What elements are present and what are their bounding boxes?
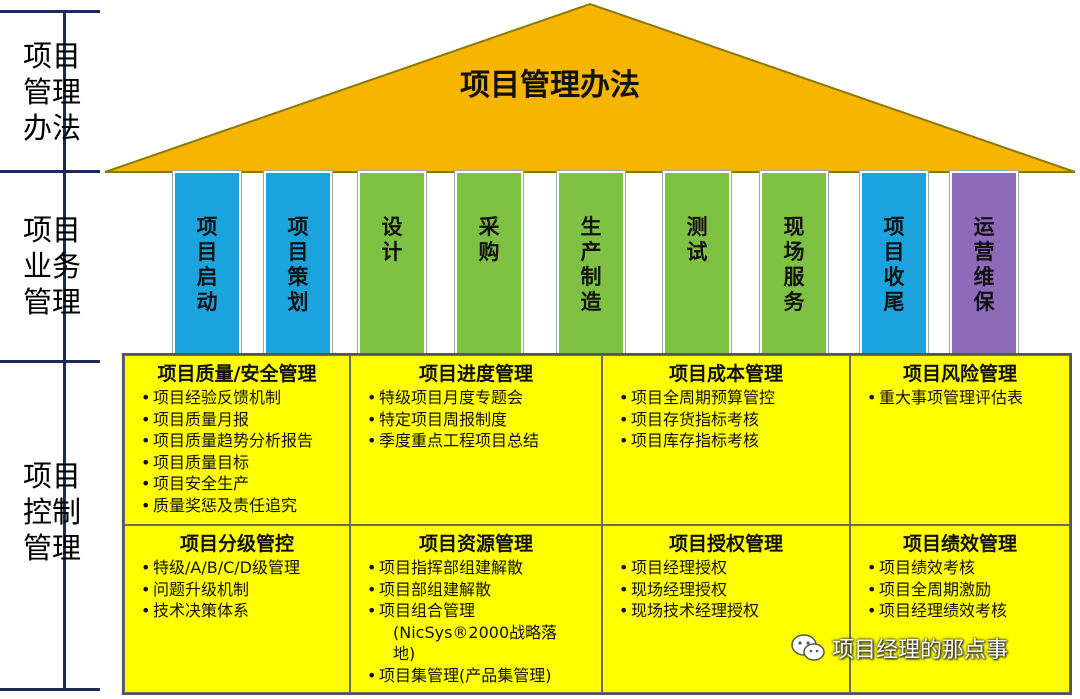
list-item: 项目全周期预算管控: [619, 387, 849, 409]
list-item: 项目经验反馈机制: [141, 387, 349, 409]
cell-list: 项目全周期预算管控 项目存货指标考核 项目库存指标考核: [603, 387, 849, 452]
pillar-label: 项目策划: [287, 215, 309, 314]
list-item: 特定项目周报制度: [367, 409, 601, 431]
cell-quality-safety: 项目质量/安全管理 项目经验反馈机制 项目质量月报 项目质量趋势分析报告 项目质…: [124, 355, 350, 525]
cell-title: 项目成本管理: [668, 363, 783, 385]
watermark: 项目经理的那点事: [790, 632, 1008, 664]
ruler-tick: [0, 10, 100, 13]
cell-cost: 项目成本管理 项目全周期预算管控 项目存货指标考核 项目库存指标考核: [602, 355, 850, 525]
pillar-label: 生产制造: [580, 215, 602, 314]
pillar-label: 运营维保: [973, 215, 995, 314]
cell-list: 特级/A/B/C/D级管理 问题升级机制 技术决策体系: [125, 557, 349, 622]
list-item: 项目质量月报: [141, 409, 349, 431]
cell-title: 项目质量/安全管理: [157, 363, 317, 385]
pillar-label: 设计: [381, 215, 403, 264]
list-item: 季度重点工程项目总结: [367, 430, 601, 452]
pillar-label: 现场服务: [783, 215, 805, 314]
cell-title: 项目风险管理: [902, 363, 1017, 385]
pillar-project-planning: 项目策划: [264, 171, 332, 356]
list-item: 项目指挥部组建解散: [367, 557, 601, 579]
list-item: 项目绩效考核: [867, 557, 1069, 579]
list-item: 重大事项管理评估表: [867, 387, 1069, 409]
cell-title: 项目绩效管理: [902, 533, 1017, 555]
wechat-icon: [791, 634, 825, 661]
list-item: 项目经理授权: [619, 557, 849, 579]
pillar-label: 测试: [686, 215, 708, 264]
list-item: 技术决策体系: [141, 600, 349, 622]
watermark-text: 项目经理的那点事: [832, 638, 1009, 663]
cell-list: 项目经验反馈机制 项目质量月报 项目质量趋势分析报告 项目质量目标 项目安全生产…: [125, 387, 349, 516]
pillar-label: 采购: [478, 215, 500, 264]
cell-schedule: 项目进度管理 特级项目月度专题会 特定项目周报制度 季度重点工程项目总结: [350, 355, 602, 525]
list-item: 现场经理授权: [619, 579, 849, 601]
list-item: 项目全周期激励: [867, 579, 1069, 601]
cell-performance: 项目绩效管理 项目绩效考核 项目全周期激励 项目经理绩效考核: [850, 525, 1070, 693]
pillar-procurement: 采购: [455, 171, 523, 356]
list-item: 项目集管理(产品集管理): [367, 665, 601, 687]
pillar-project-closing: 项目收尾: [860, 171, 928, 356]
layer-label-business: 项目 业务 管理: [22, 213, 81, 319]
cell-list: 项目绩效考核 项目全周期激励 项目经理绩效考核: [851, 557, 1069, 622]
roof-title: 项目管理办法: [460, 68, 640, 103]
layer-label-method: 项目 管理 办法: [22, 39, 81, 145]
cell-list: 项目指挥部组建解散 项目部组建解散 项目组合管理 (NicSys®2000战略落…: [351, 557, 601, 686]
list-item-continuation: (NicSys®2000战略落: [393, 622, 558, 642]
list-item: 项目组合管理: [367, 600, 601, 622]
layer-label-control: 项目 控制 管理: [22, 459, 81, 565]
cell-title: 项目进度管理: [418, 363, 533, 385]
cell-title: 项目分级管控: [179, 533, 294, 555]
pillar-testing: 测试: [663, 171, 731, 356]
cell-list: 重大事项管理评估表: [851, 387, 1069, 409]
pillar-project-start: 项目启动: [173, 171, 241, 356]
pillar-label: 项目启动: [196, 215, 218, 314]
pillar-label: 项目收尾: [883, 215, 905, 314]
layer-ruler: [63, 10, 66, 690]
list-item: 特级/A/B/C/D级管理: [141, 557, 349, 579]
cell-grading: 项目分级管控 特级/A/B/C/D级管理 问题升级机制 技术决策体系: [124, 525, 350, 693]
pillar-design: 设计: [358, 171, 426, 356]
list-item: 项目经理绩效考核: [867, 600, 1069, 622]
list-item: 项目部组建解散: [367, 579, 601, 601]
cell-title: 项目资源管理: [418, 533, 533, 555]
ruler-tick: [0, 170, 100, 173]
cell-resource: 项目资源管理 项目指挥部组建解散 项目部组建解散 项目组合管理 (NicSys®…: [350, 525, 602, 693]
list-item: 项目库存指标考核: [619, 430, 849, 452]
cell-title: 项目授权管理: [668, 533, 783, 555]
cell-list: 项目经理授权 现场经理授权 现场技术经理授权: [603, 557, 849, 622]
pillar-field-service: 现场服务: [760, 171, 828, 356]
pillar-manufacturing: 生产制造: [557, 171, 625, 356]
list-item: 特级项目月度专题会: [367, 387, 601, 409]
list-item: 项目质量目标: [141, 452, 349, 474]
cell-risk: 项目风险管理 重大事项管理评估表: [850, 355, 1070, 525]
list-item: 项目存货指标考核: [619, 409, 849, 431]
cell-authorization: 项目授权管理 项目经理授权 现场经理授权 现场技术经理授权: [602, 525, 850, 693]
cell-list: 特级项目月度专题会 特定项目周报制度 季度重点工程项目总结: [351, 387, 601, 452]
list-item: 现场技术经理授权: [619, 600, 849, 622]
control-grid: 项目质量/安全管理 项目经验反馈机制 项目质量月报 项目质量趋势分析报告 项目质…: [122, 353, 1072, 695]
list-item: 项目质量趋势分析报告: [141, 430, 349, 452]
list-item: 问题升级机制: [141, 579, 349, 601]
pillar-operation-maintenance: 运营维保: [950, 171, 1018, 356]
ruler-tick: [0, 688, 100, 691]
ruler-tick: [0, 360, 100, 363]
list-item: 质量奖惩及责任追究: [141, 495, 349, 517]
list-item-continuation: 地): [393, 644, 416, 663]
list-item: 项目安全生产: [141, 473, 349, 495]
